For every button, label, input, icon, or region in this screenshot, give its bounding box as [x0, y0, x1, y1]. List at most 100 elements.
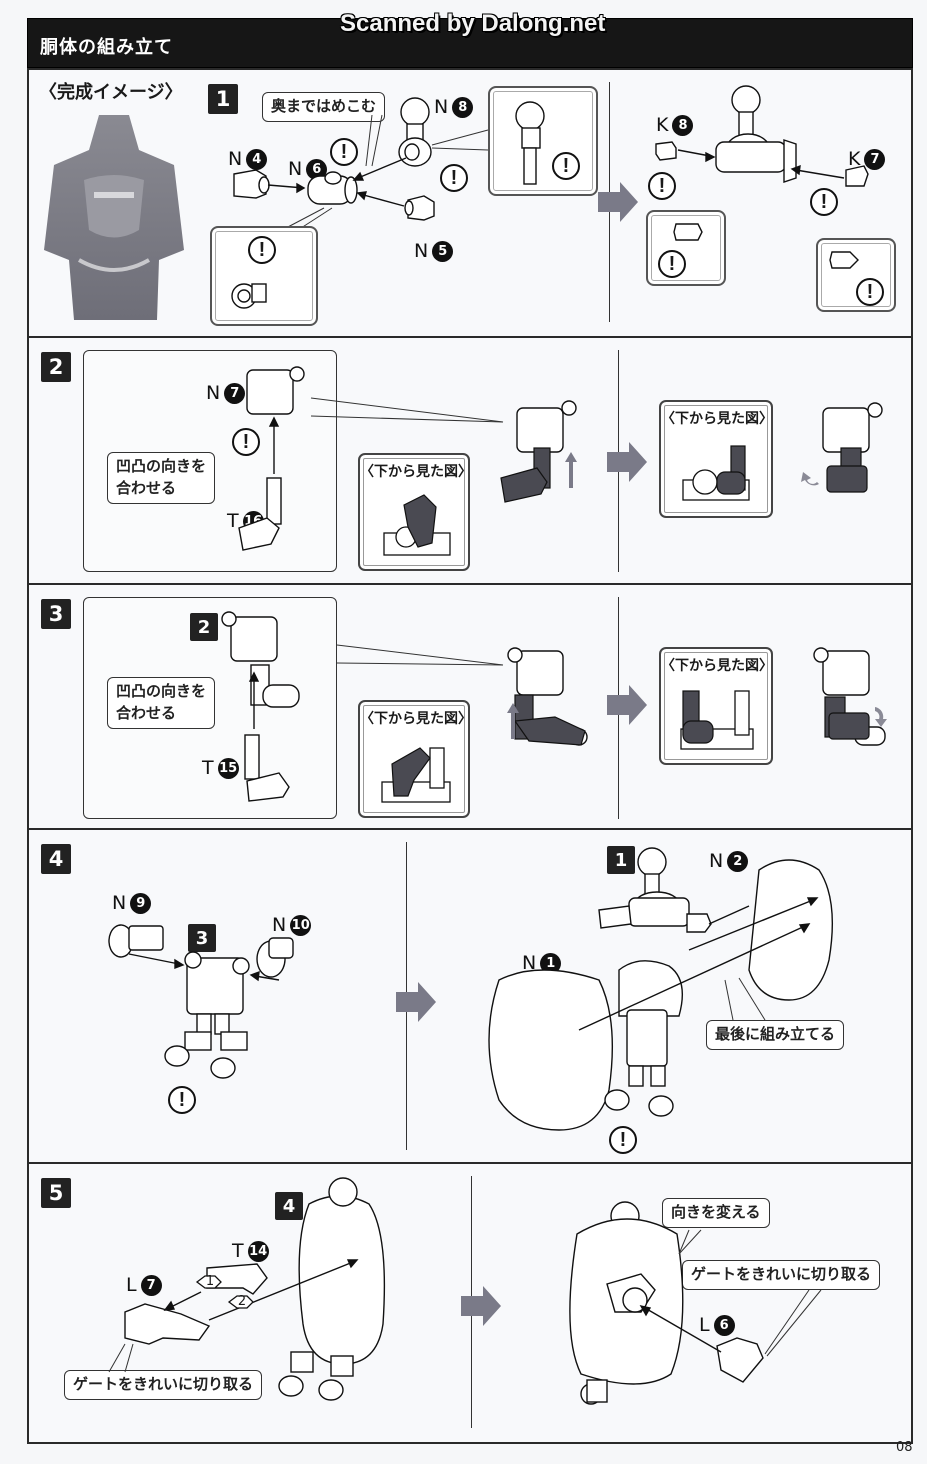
runner-letter: K: [848, 148, 861, 170]
runner-letter: N: [112, 892, 127, 914]
instruction-callout: 最後に組み立てる: [706, 1020, 845, 1050]
caution-icon: !: [232, 428, 260, 456]
scan-watermark: Scanned by Dalong.net: [340, 10, 606, 37]
part-number: 14: [247, 1240, 269, 1262]
caution-icon: !: [248, 236, 276, 264]
bottom-view-label: 〈下から見た図〉: [661, 411, 773, 427]
detail-inset: !: [488, 86, 598, 196]
runner-letter: N: [434, 96, 449, 118]
bottom-view-label: 〈下から見た図〉: [661, 658, 773, 674]
caution-icon: !: [648, 172, 676, 200]
runner-letter: N: [709, 850, 724, 872]
caution-icon: !: [810, 188, 838, 216]
part-number: 8: [452, 96, 474, 118]
section-title: 胴体の組み立て: [40, 37, 173, 58]
part-number: 7: [224, 382, 246, 404]
step-1-result-drawing: [655, 85, 869, 187]
completed-figure-image: [44, 115, 184, 320]
step-5-parts-drawing: [108, 1177, 386, 1401]
next-arrow-icon: [607, 442, 647, 482]
caution-icon: !: [856, 278, 884, 306]
detail-inset: !: [816, 238, 896, 312]
intro-panel: 〈完成イメージ〉: [27, 68, 197, 338]
runner-letter: K: [656, 114, 669, 136]
runner-letter: N: [288, 158, 303, 180]
step-2-parts-drawing: [238, 366, 883, 551]
bottom-view-inset: 〈下から見た図〉: [659, 400, 773, 518]
reference-step-number: 4: [275, 1192, 303, 1220]
assembly-order-mark: 2: [237, 1294, 247, 1309]
callout-line: 凹凸の向きを: [116, 682, 207, 700]
instruction-callout: ゲートをきれいに切り取る: [64, 1370, 263, 1400]
part-number: 1: [540, 952, 562, 974]
instruction-callout: 凹凸の向きを 合わせる: [107, 452, 216, 504]
caution-icon: !: [440, 164, 468, 192]
next-arrow-icon: [607, 685, 647, 725]
runner-letter: L: [699, 1314, 710, 1336]
instruction-callout: 奥まではめこむ: [262, 92, 386, 122]
bottom-view-label: 〈下から見た図〉: [360, 711, 472, 727]
next-arrow-icon: [461, 1286, 501, 1326]
step-1-parts-drawing: [233, 97, 489, 231]
runner-letter: N: [522, 952, 537, 974]
bottom-view-drawing: [381, 747, 451, 803]
part-number: 9: [130, 892, 152, 914]
part-number: 15: [217, 757, 239, 779]
part-number: 2: [727, 850, 749, 872]
bottom-view-drawing: [383, 494, 451, 556]
step-5-result-drawing: [569, 1201, 822, 1405]
step-4-parts-drawing: [108, 924, 294, 1079]
part-number: 4: [246, 148, 268, 170]
bottom-view-inset: 〈下から見た図〉: [659, 647, 773, 765]
bottom-view-label: 〈下から見た図〉: [360, 464, 472, 480]
bottom-view-drawing: [680, 690, 754, 750]
part-number: 5: [432, 240, 454, 262]
detail-drawing: [231, 283, 267, 309]
step-number: 5: [41, 1178, 71, 1208]
step-3-parts-drawing: [221, 611, 887, 802]
step-number: 4: [41, 844, 71, 874]
bottom-view-inset: 〈下から見た図〉: [358, 453, 472, 571]
instruction-callout: ゲートをきれいに切り取る: [682, 1260, 881, 1290]
runner-letter: N: [272, 914, 287, 936]
caution-icon: !: [658, 250, 686, 278]
part-number: 7: [864, 148, 886, 170]
callout-line: 合わせる: [116, 703, 177, 722]
step-number: 3: [41, 599, 71, 629]
step-4-result-drawing: [488, 847, 833, 1131]
section-header: 胴体の組み立て: [27, 18, 913, 68]
reference-step-number: 1: [607, 846, 635, 874]
caution-icon: !: [609, 1126, 637, 1154]
part-number: 8: [672, 114, 694, 136]
part-number: 7: [140, 1274, 162, 1296]
reference-step-number: 3: [188, 924, 216, 952]
runner-letter: N: [228, 148, 243, 170]
runner-letter: T: [227, 510, 239, 532]
runner-letter: T: [202, 757, 214, 779]
next-arrow-icon: [396, 982, 436, 1022]
part-number: 6: [713, 1314, 735, 1336]
next-arrow-icon: [598, 182, 638, 222]
detail-drawing: [829, 251, 859, 269]
reference-step-number: 2: [190, 613, 218, 641]
detail-drawing: [673, 223, 703, 241]
caution-icon: !: [330, 138, 358, 166]
runner-letter: N: [414, 240, 429, 262]
runner-letter: L: [126, 1274, 137, 1296]
